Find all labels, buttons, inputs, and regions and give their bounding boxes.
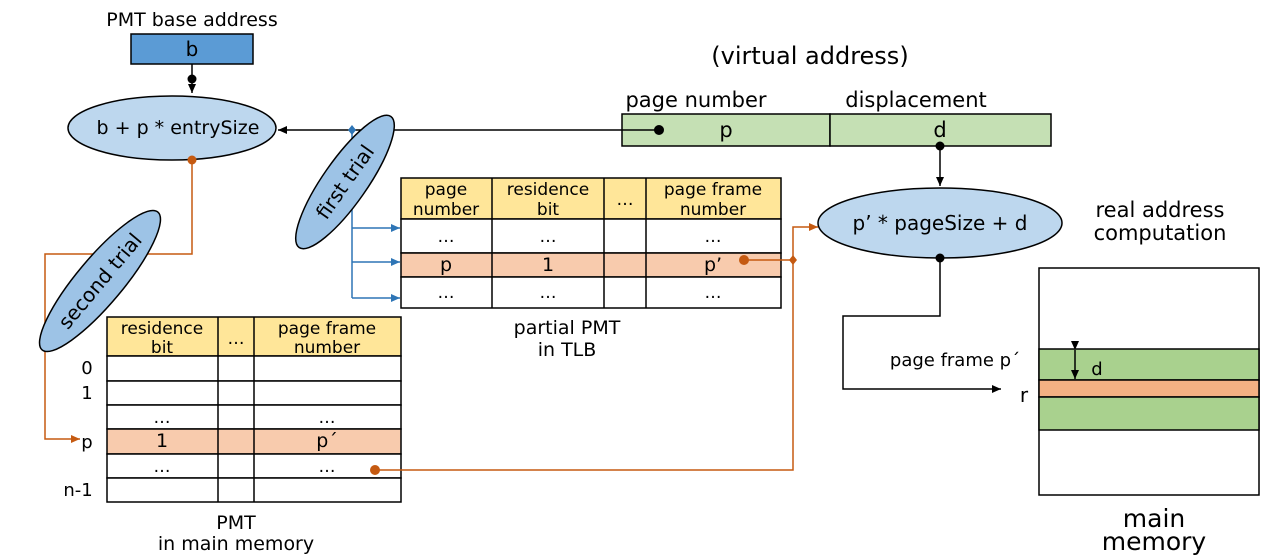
pmt-cell: … <box>319 408 336 428</box>
real-ellipse-dot <box>935 253 945 263</box>
memory-frame-upper <box>1038 348 1260 381</box>
base-address-ellipse <box>67 95 277 161</box>
main-memory-caption-line2: memory <box>1102 527 1207 555</box>
tlb-header-residence-1: residence <box>507 180 590 200</box>
tlb-header-residence-2: bit <box>537 200 560 220</box>
virtual-address-label: (virtual address) <box>711 42 908 70</box>
pmt-row-label: n-1 <box>63 480 92 501</box>
r-label: r <box>1020 383 1029 407</box>
real-address-formula: p’ * pageSize + d <box>853 211 1028 235</box>
tlb-row-2 <box>400 252 782 278</box>
pmt-caption-line2: in main memory <box>158 533 314 555</box>
tlb-cell: … <box>705 227 722 247</box>
va-displacement-field <box>829 113 1052 147</box>
pmt-frame-to-real-path <box>375 223 818 471</box>
tlb-cell: … <box>705 283 722 303</box>
pmt-cell: … <box>319 457 336 477</box>
pmt-header-residence-1: residence <box>121 319 204 339</box>
pmt-table: residence bit … page frame number … … 1 … <box>106 316 402 503</box>
first-trial-branch-marker <box>348 125 356 135</box>
tlb-header-page-number-1: page <box>425 180 467 200</box>
pmt-header-frame-2: number <box>294 338 360 358</box>
first-trial-badge: first trial <box>294 114 396 250</box>
tlb-row-1 <box>400 218 782 254</box>
tlb-header-frame-2: number <box>680 200 746 220</box>
real-address-computation-line1: real address <box>1096 198 1225 222</box>
pmt-frame-dot <box>370 465 380 475</box>
page-frame-label: page frame p´ <box>890 350 1020 371</box>
tlb-cell: … <box>540 283 557 303</box>
first-trial-ellipse <box>294 114 396 250</box>
base-address-formula: b + p * entrySize <box>97 117 260 139</box>
tlb-row-3 <box>400 276 782 309</box>
pmt-row-label: 1 <box>81 383 92 404</box>
tlb-caption-line2: in TLB <box>538 339 597 361</box>
real-to-memory-path <box>842 258 1001 393</box>
d-connector-dot <box>935 141 945 151</box>
tlb-header-row <box>400 177 782 220</box>
pmt-header-residence-2: bit <box>151 338 174 358</box>
tlb-cell: p’ <box>704 254 722 276</box>
tlb-cell: … <box>540 227 557 247</box>
pmt-base-box <box>130 33 254 65</box>
memory-frame-lower <box>1038 396 1260 431</box>
junction-marker <box>789 255 797 265</box>
page-number-label: page number <box>625 88 766 112</box>
pmt-cell: 1 <box>156 430 168 452</box>
tlb-table: page number residence bit … page frame n… <box>400 177 782 309</box>
pmt-row-label: p <box>81 432 92 453</box>
tlb-header-frame-1: page frame <box>664 180 762 200</box>
second-trial-dot <box>187 155 197 165</box>
tlb-cell: p <box>440 254 452 276</box>
pmt-header-frame-1: page frame <box>278 319 376 339</box>
pmt-header-ellipsis: … <box>228 329 245 349</box>
main-memory-caption-line1: main <box>1123 504 1185 533</box>
memory-d-label: d <box>1091 359 1102 380</box>
tlb-cell: 1 <box>542 254 554 276</box>
pmt-cell: … <box>154 457 171 477</box>
displacement-label: displacement <box>845 88 987 112</box>
tlb-frame-dot <box>739 255 749 265</box>
tlb-header-page-number-2: number <box>413 200 479 220</box>
tlb-header-ellipsis: … <box>617 190 634 210</box>
va-p-value: p <box>719 118 732 142</box>
second-trial-path <box>44 160 193 443</box>
pmt-row-label: 0 <box>81 358 92 379</box>
tlb-cell: … <box>438 283 455 303</box>
tlb-caption-line1: partial PMT <box>514 317 621 339</box>
pmt-base-value: b <box>186 37 199 61</box>
pmt-cell: … <box>154 408 171 428</box>
base-connector-dot <box>187 74 197 84</box>
pmt-base-address-label: PMT base address <box>106 9 277 31</box>
real-address-computation-line2: computation <box>1094 221 1227 245</box>
pmt-cell: p´ <box>316 430 338 452</box>
pmt-caption-line1: PMT <box>216 512 256 534</box>
memory-target-stripe <box>1038 379 1260 398</box>
second-trial-ellipse <box>38 209 162 353</box>
p-connector-dot <box>654 125 664 135</box>
va-d-value: d <box>933 118 946 142</box>
tlb-cell: … <box>438 227 455 247</box>
